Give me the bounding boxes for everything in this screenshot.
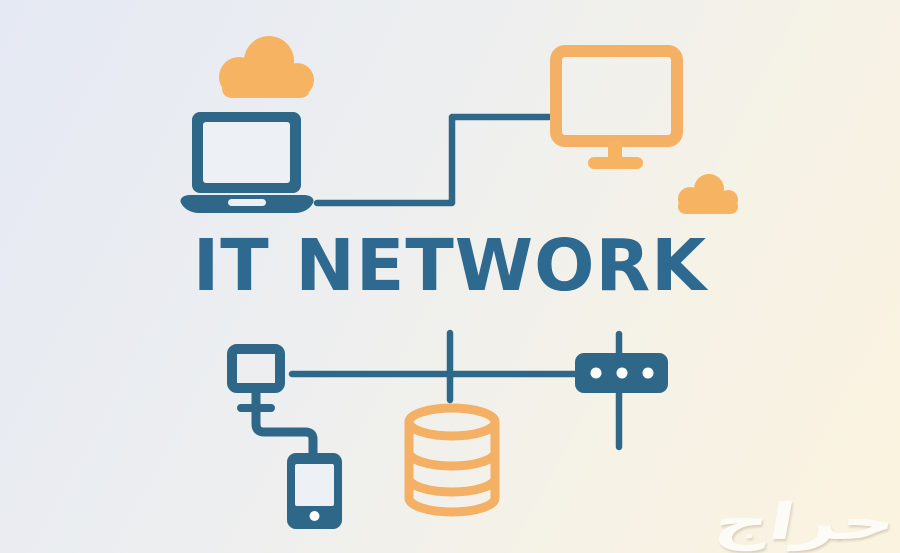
monitor-icon <box>550 45 683 169</box>
network-diagram <box>227 329 668 458</box>
phone-drop-line <box>251 386 318 458</box>
cloud-small-icon <box>678 174 738 214</box>
switch-port-dot <box>642 367 654 379</box>
terminal-node-icon <box>227 344 285 393</box>
smartphone-icon <box>287 453 342 529</box>
page-title: IT NETWORK <box>192 224 708 307</box>
cloud-large-icon <box>219 36 314 98</box>
laptop-monitor-connector <box>313 113 553 207</box>
switch-port-dot <box>590 367 602 379</box>
laptop-icon <box>180 112 314 213</box>
switch-port-dot <box>616 367 628 379</box>
switch-icon <box>575 353 668 393</box>
haraj-watermark: حراج <box>709 493 900 551</box>
database-icon <box>404 403 500 517</box>
